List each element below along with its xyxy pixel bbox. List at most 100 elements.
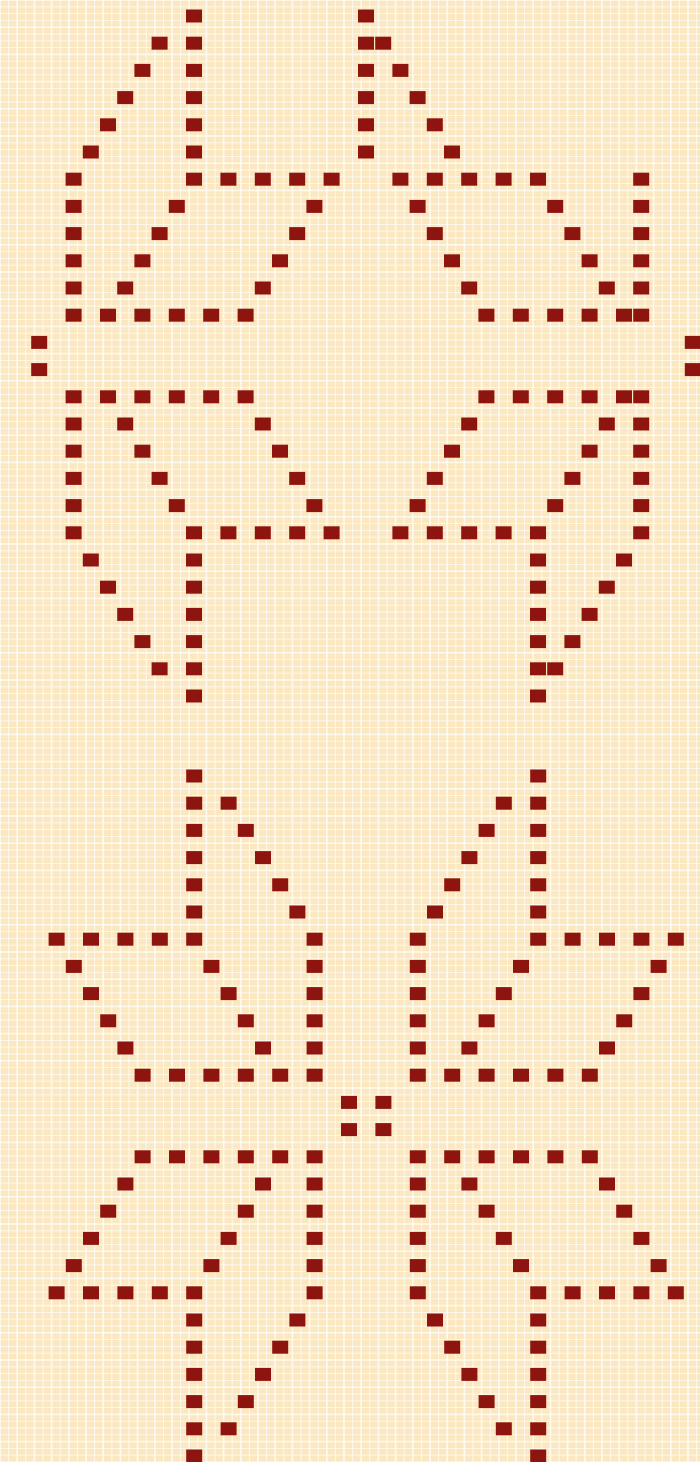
filled-cell: [83, 933, 99, 946]
filled-cell: [203, 1150, 219, 1163]
filled-cell: [530, 770, 546, 783]
filled-cell: [152, 933, 168, 946]
filled-cell: [479, 1150, 495, 1163]
filled-cell: [530, 1314, 546, 1327]
filled-cell: [461, 1042, 477, 1055]
filled-cell: [513, 1069, 529, 1082]
filled-cell: [203, 1259, 219, 1272]
filled-cell: [530, 906, 546, 919]
filled-cell: [255, 1042, 271, 1055]
filled-cell: [272, 1069, 288, 1082]
filled-cell: [410, 1069, 426, 1082]
filled-cell: [186, 1422, 202, 1435]
filled-cell: [496, 987, 512, 1000]
filled-cell: [186, 797, 202, 810]
filled-cell: [479, 1069, 495, 1082]
filled-cell: [307, 960, 323, 973]
filled-cell: [307, 1286, 323, 1299]
filled-cell: [307, 1042, 323, 1055]
filled-cell: [530, 878, 546, 891]
filled-cell: [375, 1096, 391, 1109]
filled-cell: [186, 1450, 202, 1462]
filled-cell: [307, 1259, 323, 1272]
filled-cell: [100, 1014, 116, 1027]
filled-cell: [307, 933, 323, 946]
filled-cell: [633, 987, 649, 1000]
filled-cell: [427, 1314, 443, 1327]
filled-cell: [49, 1286, 65, 1299]
filled-cell: [117, 933, 133, 946]
filled-cell: [633, 1286, 649, 1299]
filled-cell: [616, 1205, 632, 1218]
filled-cell: [444, 1069, 460, 1082]
filled-cell: [461, 1368, 477, 1381]
filled-cell: [513, 1150, 529, 1163]
filled-cell: [307, 1232, 323, 1245]
filled-cell: [410, 933, 426, 946]
filled-cell: [616, 1014, 632, 1027]
filled-cell: [582, 1069, 598, 1082]
filled-cell: [530, 1341, 546, 1354]
filled-cell: [547, 1069, 563, 1082]
filled-cell: [289, 1314, 305, 1327]
filled-cell: [651, 1259, 667, 1272]
filled-cell: [668, 933, 684, 946]
filled-cell: [238, 1069, 254, 1082]
filled-cell: [633, 1232, 649, 1245]
filled-cell: [66, 960, 82, 973]
filled-cell: [186, 1395, 202, 1408]
filled-cell: [599, 1286, 615, 1299]
filled-cell: [375, 1123, 391, 1136]
filled-cell: [479, 1395, 495, 1408]
filled-cell: [410, 960, 426, 973]
filled-cell: [238, 1150, 254, 1163]
filled-cell: [565, 1286, 581, 1299]
filled-cell: [152, 1286, 168, 1299]
filled-cell: [307, 1014, 323, 1027]
filled-cell: [444, 1150, 460, 1163]
filled-cell: [307, 987, 323, 1000]
filled-cell: [461, 851, 477, 864]
filled-cell: [100, 1205, 116, 1218]
filled-cell: [444, 1341, 460, 1354]
filled-cell: [272, 878, 288, 891]
filled-cell: [186, 824, 202, 837]
filled-cell: [410, 987, 426, 1000]
filled-cell: [238, 1395, 254, 1408]
filled-cell: [169, 1150, 185, 1163]
filled-cell: [186, 906, 202, 919]
filled-cell: [410, 1205, 426, 1218]
filled-cell: [238, 1205, 254, 1218]
filled-cell: [238, 1014, 254, 1027]
filled-cell: [169, 1069, 185, 1082]
filled-cell: [479, 824, 495, 837]
filled-cell: [307, 1069, 323, 1082]
filled-cell: [530, 1286, 546, 1299]
filled-cell: [410, 1232, 426, 1245]
filled-cell: [238, 824, 254, 837]
filled-cell: [479, 1205, 495, 1218]
filled-cell: [186, 933, 202, 946]
filled-cell: [668, 1286, 684, 1299]
filled-cell: [410, 1178, 426, 1191]
filled-cell: [221, 797, 237, 810]
filled-cell: [410, 1042, 426, 1055]
filled-cell: [599, 933, 615, 946]
filled-cell: [530, 851, 546, 864]
filled-cell: [203, 1069, 219, 1082]
filled-cell: [255, 1178, 271, 1191]
filled-cell: [186, 851, 202, 864]
filled-cell: [186, 1341, 202, 1354]
filled-cell: [186, 1368, 202, 1381]
filled-cell: [307, 1205, 323, 1218]
filled-cell: [83, 1232, 99, 1245]
filled-cell: [461, 1178, 477, 1191]
filled-cell: [530, 797, 546, 810]
filled-cell: [599, 1042, 615, 1055]
filled-cell: [565, 933, 581, 946]
filled-cell: [49, 933, 65, 946]
filled-cell: [272, 1150, 288, 1163]
filled-cell: [117, 1042, 133, 1055]
filled-cell: [496, 1422, 512, 1435]
